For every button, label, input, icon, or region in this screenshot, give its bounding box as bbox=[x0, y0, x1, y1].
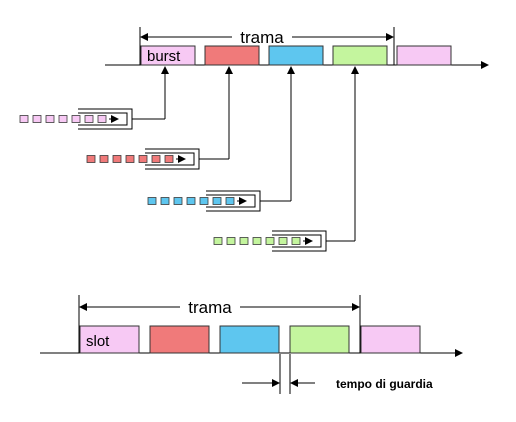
packet bbox=[84, 115, 94, 123]
packet bbox=[160, 197, 170, 205]
packet bbox=[138, 155, 148, 163]
packet bbox=[71, 115, 81, 123]
packet bbox=[112, 155, 122, 163]
packet bbox=[225, 197, 235, 205]
bottom-slots bbox=[79, 325, 421, 354]
queue-2 bbox=[86, 66, 233, 170]
packet bbox=[226, 237, 236, 245]
top-slot-2 bbox=[204, 45, 260, 66]
packet bbox=[252, 237, 262, 245]
top-frame-label: trama bbox=[240, 28, 284, 47]
packet bbox=[186, 197, 196, 205]
queue-buffer-inner bbox=[145, 152, 195, 166]
packet bbox=[19, 115, 29, 123]
queue-4 bbox=[213, 66, 359, 252]
packet bbox=[213, 237, 223, 245]
bottom-frame-dimension: trama bbox=[78, 295, 361, 353]
top-burst-label: burst bbox=[147, 48, 181, 65]
packet bbox=[99, 155, 109, 163]
packet bbox=[291, 237, 301, 245]
top-slot-5 bbox=[396, 45, 452, 66]
top-frame-dimension: trama bbox=[139, 27, 395, 65]
packet bbox=[239, 237, 249, 245]
packet bbox=[164, 155, 174, 163]
guard-time-label: tempo di guardia bbox=[336, 377, 433, 391]
top-slots bbox=[140, 45, 452, 66]
packet bbox=[278, 237, 288, 245]
bottom-slot-label: slot bbox=[86, 333, 110, 350]
bottom-slot-3 bbox=[219, 325, 280, 354]
packet bbox=[147, 197, 157, 205]
guard-time-marker: tempo di guardia bbox=[242, 354, 433, 394]
top-slot-4 bbox=[332, 45, 388, 66]
packet bbox=[199, 197, 209, 205]
bottom-slot-5 bbox=[360, 325, 421, 354]
top-queues bbox=[19, 66, 359, 252]
packet bbox=[173, 197, 183, 205]
packet bbox=[45, 115, 55, 123]
bottom-slot-2 bbox=[149, 325, 210, 354]
queue-3 bbox=[147, 66, 295, 212]
queue-1 bbox=[19, 66, 169, 130]
top-slot-3 bbox=[268, 45, 324, 66]
packet bbox=[151, 155, 161, 163]
bottom-slot-1 bbox=[79, 325, 140, 354]
packet bbox=[32, 115, 42, 123]
packet bbox=[212, 197, 222, 205]
queue-buffer-inner bbox=[78, 112, 128, 126]
packet bbox=[86, 155, 96, 163]
bottom-slot-4 bbox=[289, 325, 350, 354]
packet bbox=[97, 115, 107, 123]
packet bbox=[265, 237, 275, 245]
queue-buffer-inner bbox=[272, 234, 322, 248]
packet bbox=[125, 155, 135, 163]
queue-buffer-inner bbox=[206, 194, 256, 208]
top-slot-1 bbox=[140, 45, 196, 66]
bottom-frame-label: trama bbox=[188, 298, 232, 317]
packet bbox=[58, 115, 68, 123]
